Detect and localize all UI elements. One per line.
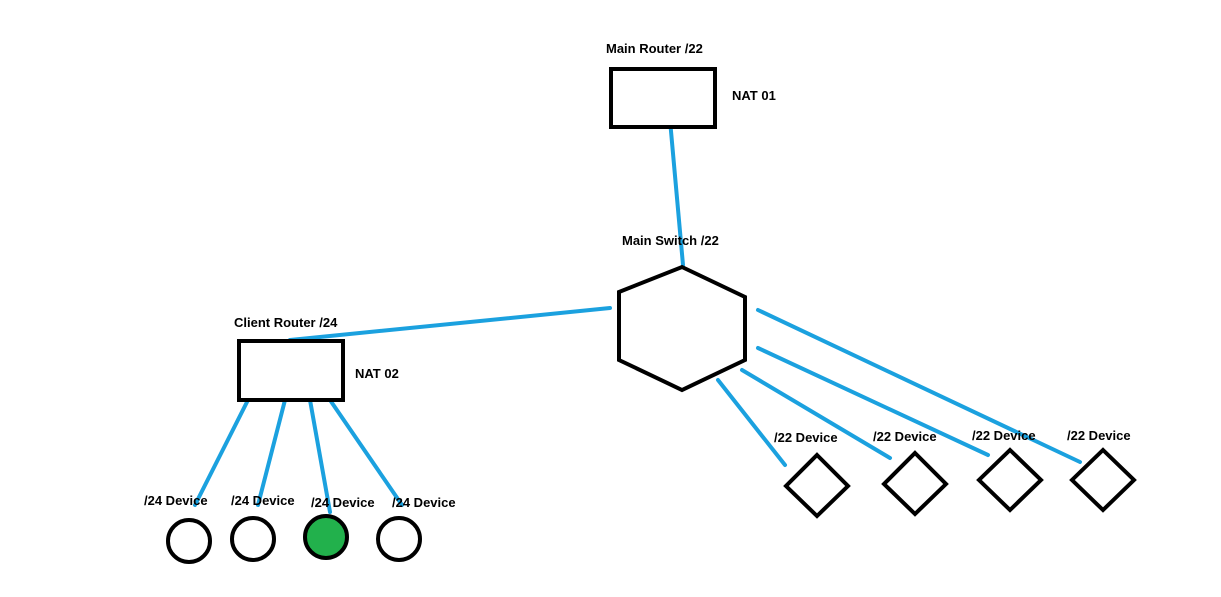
main-switch-label: Main Switch /22 bbox=[622, 233, 719, 248]
link-client-router-to-device-24 bbox=[256, 398, 287, 507]
device-22-diamond[interactable] bbox=[881, 450, 949, 517]
device-24-circle[interactable] bbox=[230, 516, 276, 562]
device-22-diamond[interactable] bbox=[1069, 447, 1137, 513]
client-router-label: Client Router /24 bbox=[234, 315, 338, 330]
main-switch-hexagon[interactable] bbox=[617, 264, 747, 393]
link-switch-to-device-22 bbox=[740, 368, 892, 460]
device-22-label: /22 Device bbox=[774, 430, 838, 445]
device-24-label: /24 Device bbox=[311, 495, 375, 510]
device-22-label: /22 Device bbox=[972, 428, 1036, 443]
link-switch-to-device-22 bbox=[716, 378, 787, 467]
device-24-label: /24 Device bbox=[392, 495, 456, 510]
device-24-circle-active[interactable] bbox=[303, 514, 349, 560]
main-router-box[interactable] bbox=[609, 67, 717, 129]
device-22-label: /22 Device bbox=[1067, 428, 1131, 443]
nat-02-label: NAT 02 bbox=[355, 366, 399, 381]
client-router-box[interactable] bbox=[237, 339, 345, 402]
link-switch-to-client-router bbox=[288, 306, 612, 342]
link-switch-to-device-22 bbox=[756, 346, 990, 457]
device-24-circle[interactable] bbox=[166, 518, 212, 564]
link-switch-to-device-22 bbox=[756, 308, 1082, 464]
link-client-router-to-device-24 bbox=[308, 398, 332, 514]
main-router-label: Main Router /22 bbox=[606, 41, 703, 56]
device-22-label: /22 Device bbox=[873, 429, 937, 444]
nat-01-label: NAT 01 bbox=[732, 88, 776, 103]
link-client-router-to-device-24 bbox=[328, 398, 404, 507]
link-client-router-to-device-24 bbox=[193, 398, 250, 507]
device-22-diamond[interactable] bbox=[976, 447, 1044, 513]
device-22-diamond[interactable] bbox=[783, 452, 851, 519]
link-router-to-switch bbox=[668, 118, 685, 267]
device-24-label: /24 Device bbox=[231, 493, 295, 508]
device-24-label: /24 Device bbox=[144, 493, 208, 508]
device-24-circle[interactable] bbox=[376, 516, 422, 562]
